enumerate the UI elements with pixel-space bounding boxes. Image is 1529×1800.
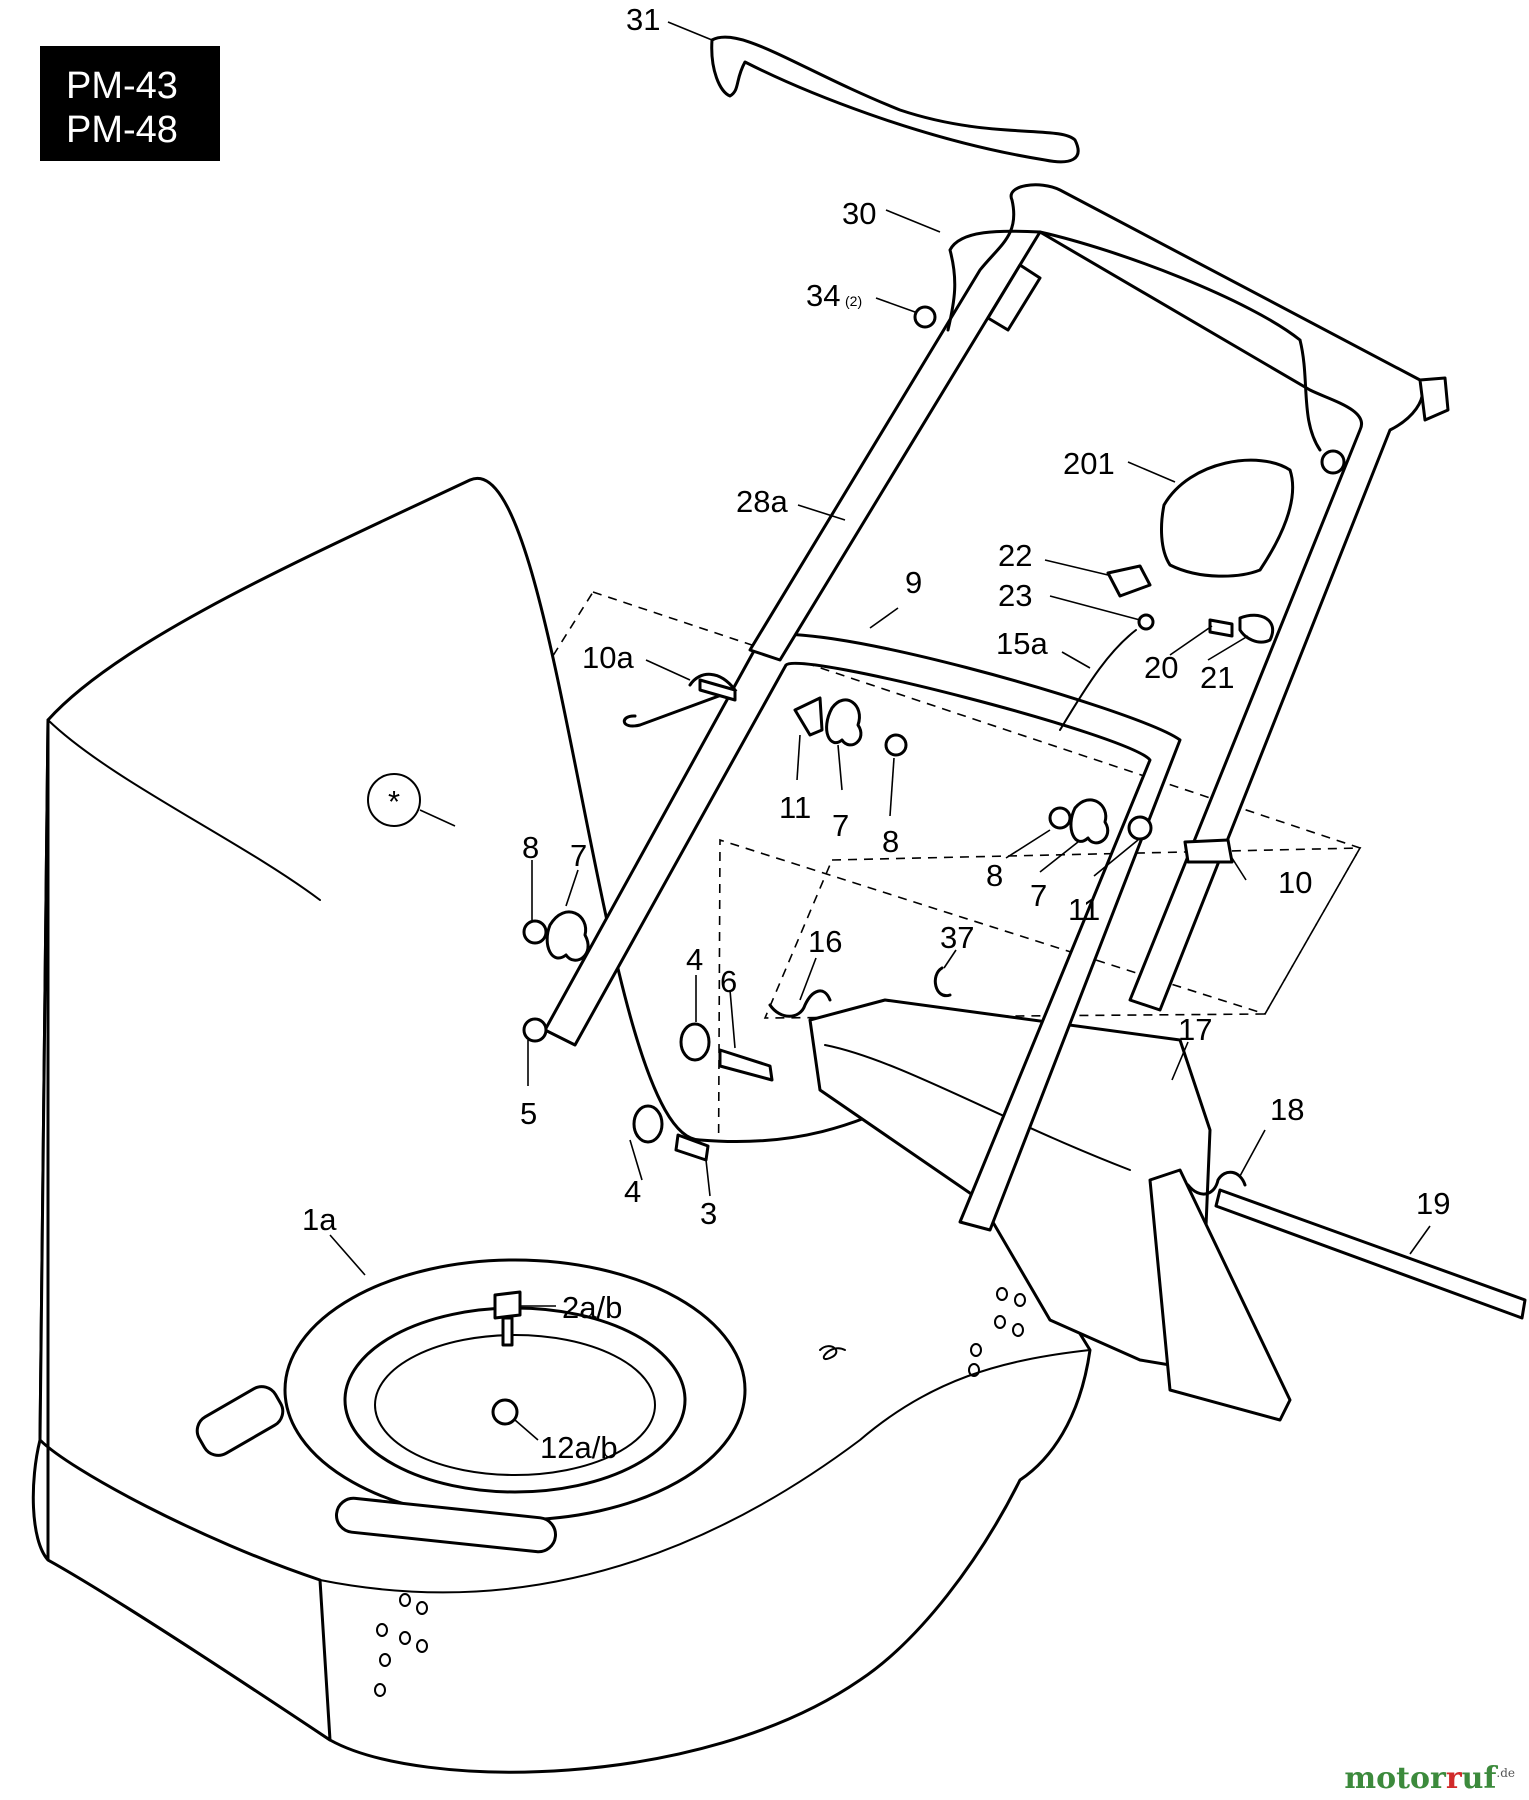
brand-text-r: r [1445, 1761, 1462, 1796]
top-grip [710, 35, 1080, 164]
kit-outline-inner [763, 847, 1362, 1019]
kit-symbol: * [367, 773, 421, 827]
leader-lines [329, 21, 1431, 1441]
callout-18: 18 [1270, 1092, 1304, 1127]
callout-22: 22 [998, 538, 1032, 573]
watermark-logo: motorruf.de [1344, 1761, 1515, 1796]
callout-16: 16 [808, 924, 842, 959]
callout-11-right: 11 [1068, 892, 1100, 927]
callout-10: 10 [1278, 865, 1312, 900]
callout-15a: 15a [996, 626, 1048, 661]
callout-34-qty: (2) [845, 293, 862, 309]
callout-8-right: 8 [986, 858, 1003, 893]
callout-labels: 31 30 34 (2) 201 28a 22 23 9 15a 20 21 1… [302, 2, 1450, 1465]
callout-3: 3 [700, 1196, 717, 1231]
lower-handle [543, 632, 1182, 1232]
callout-7-top: 7 [832, 808, 849, 843]
callout-4-lower: 4 [624, 1174, 641, 1209]
model-label-box: PM-43 PM-48 [40, 46, 220, 161]
brand-text-tail: uf [1461, 1761, 1497, 1796]
rear-flap [808, 998, 1292, 1422]
callout-37: 37 [940, 920, 974, 955]
callout-12ab: 12a/b [540, 1430, 618, 1465]
callout-19: 19 [1416, 1186, 1450, 1221]
rear-axle-rod [1214, 1188, 1527, 1320]
model-label: PM-43 [66, 65, 178, 107]
drive-bail [946, 229, 1322, 452]
callout-9: 9 [905, 565, 922, 600]
callout-17: 17 [1178, 1012, 1212, 1047]
mower-deck [31, 476, 1092, 1774]
callout-6: 6 [720, 964, 737, 999]
callout-20: 20 [1144, 650, 1178, 685]
kit-symbol-label: * [388, 784, 400, 819]
callout-5: 5 [520, 1096, 537, 1131]
callout-21: 21 [1200, 660, 1234, 695]
callout-8-top: 8 [882, 824, 899, 859]
callout-1a: 1a [302, 1202, 337, 1237]
brand-domain: .de [1496, 1766, 1515, 1780]
hardware [491, 305, 1346, 1426]
brand-text: motor [1344, 1761, 1446, 1796]
upper-handle [748, 183, 1450, 1012]
callout-7-left: 7 [570, 838, 587, 873]
cable-cover [1160, 458, 1295, 578]
model-label: PM-48 [66, 109, 178, 151]
callout-10a: 10a [582, 640, 634, 675]
callout-31: 31 [626, 2, 660, 37]
callout-2ab: 2a/b [562, 1290, 622, 1325]
callout-30: 30 [842, 196, 876, 231]
callout-11-top: 11 [779, 790, 811, 825]
callout-201: 201 [1063, 446, 1115, 481]
callout-28a: 28a [736, 484, 788, 519]
callout-8-left: 8 [522, 830, 539, 865]
callout-23: 23 [998, 578, 1032, 613]
callout-4-upper: 4 [686, 942, 703, 977]
callout-34: 34 [806, 278, 840, 313]
callout-7-right: 7 [1030, 878, 1047, 913]
